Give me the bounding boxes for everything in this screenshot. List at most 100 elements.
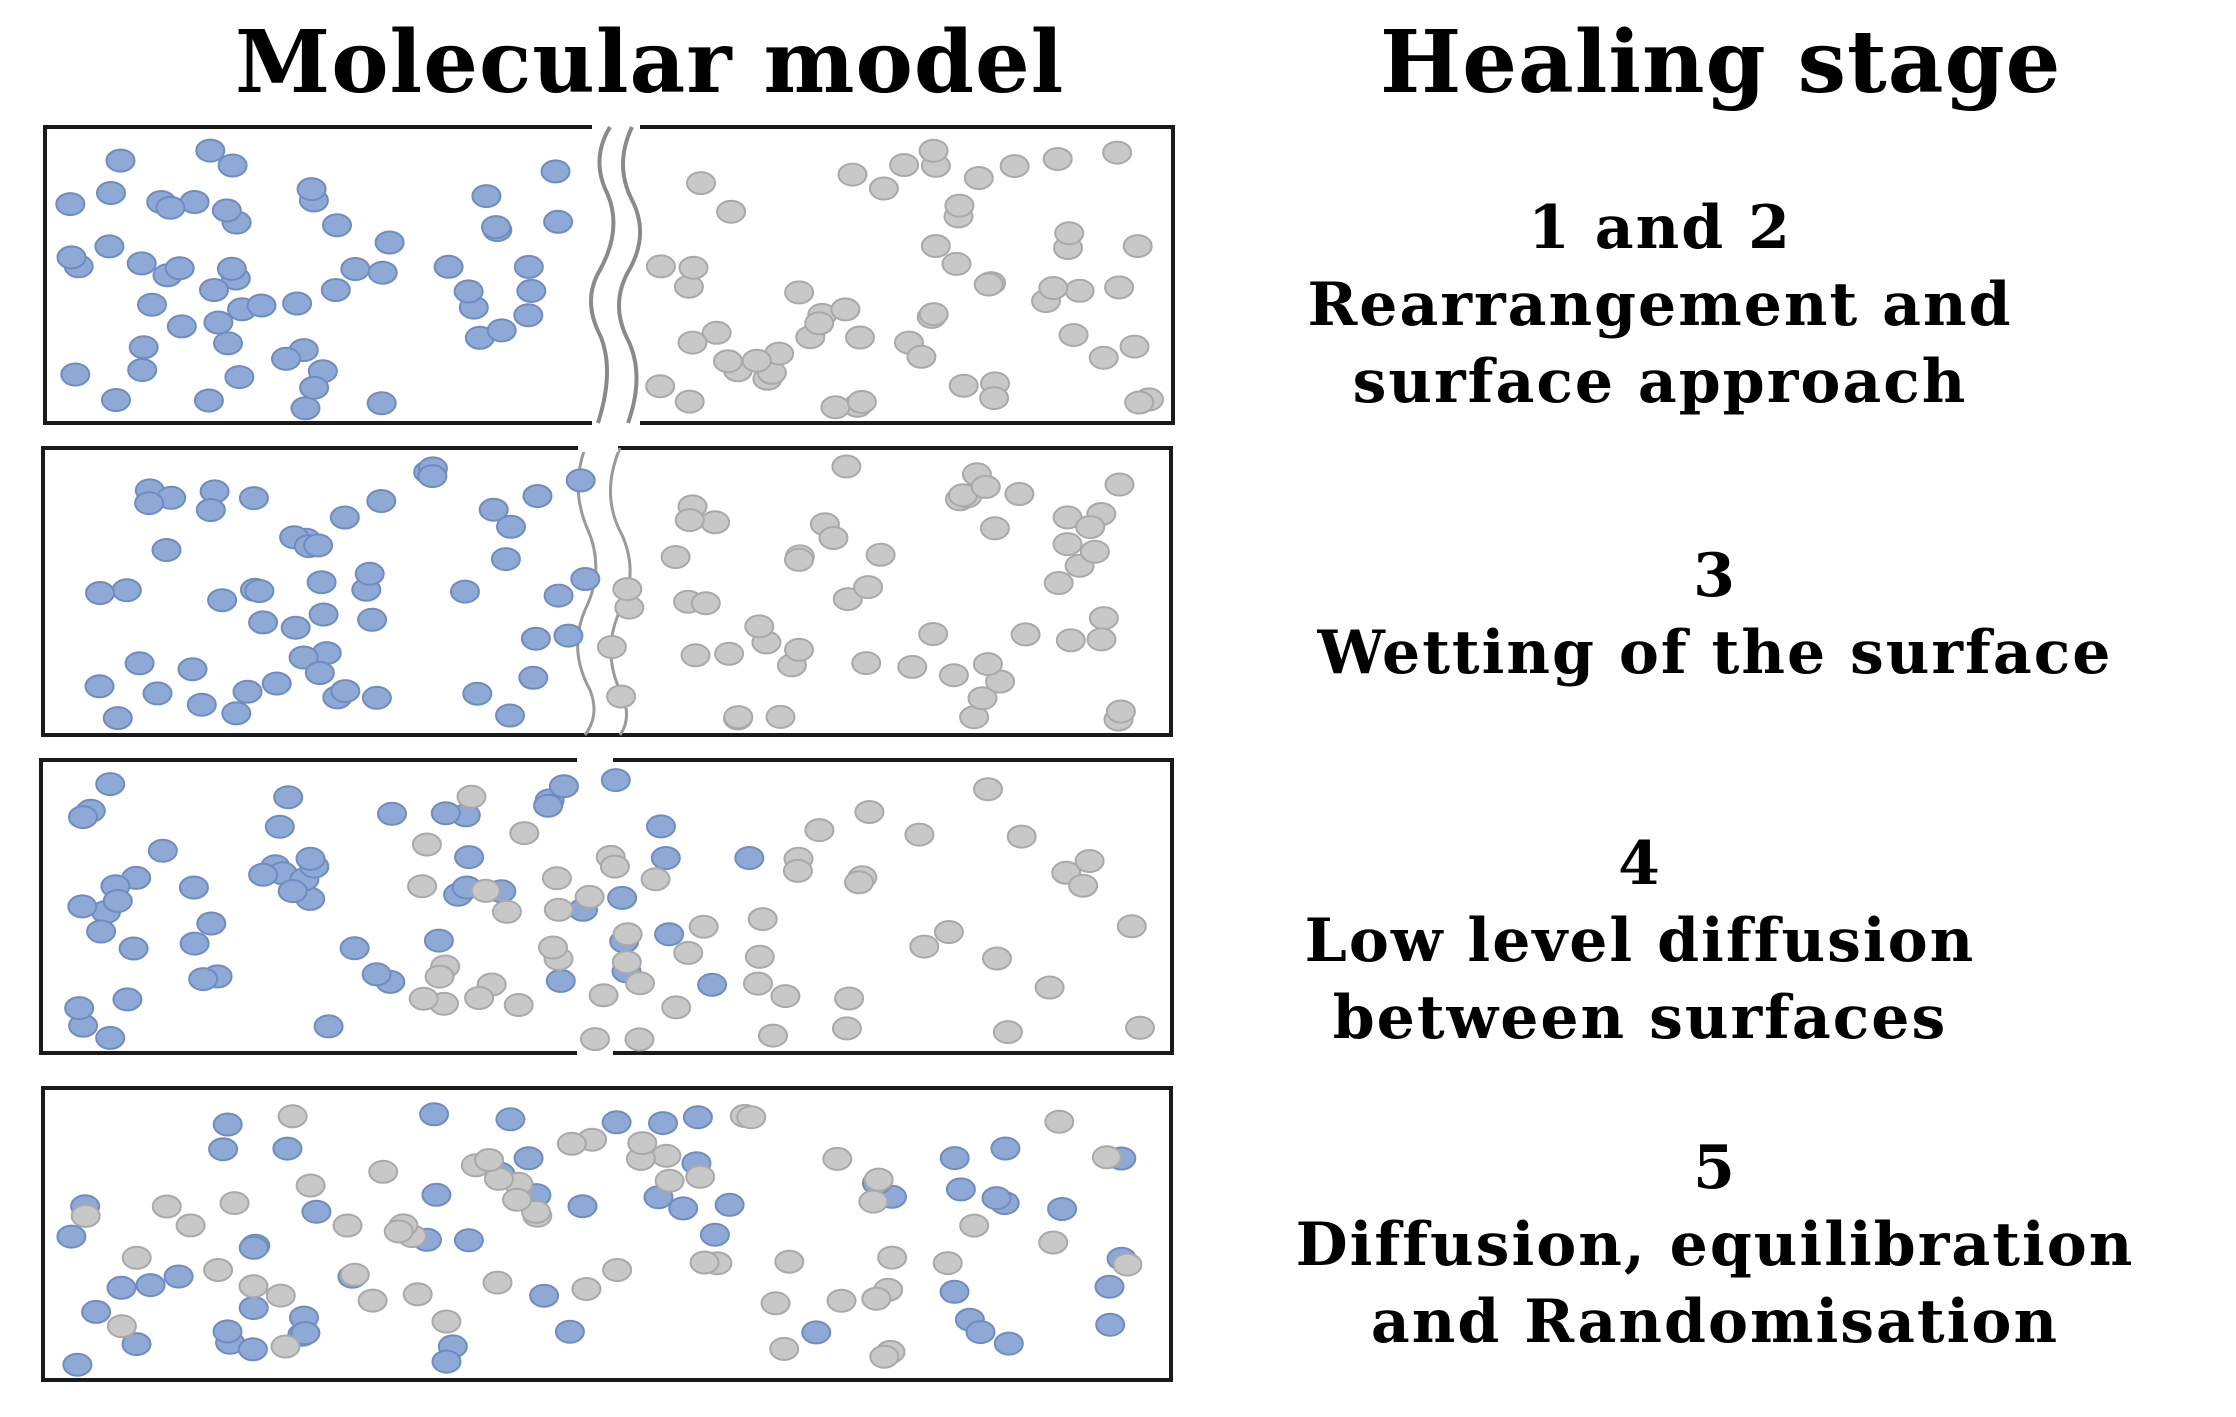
grey-molecule [661,995,692,1020]
left-molecules [55,138,574,421]
grey-molecule [877,1245,908,1270]
blue-molecule [361,962,392,987]
grey-molecule [782,858,813,883]
blue-molecule [64,996,95,1021]
panel-stage-1-2 [43,125,1175,425]
blue-molecule [295,846,326,871]
grey-molecule [1122,234,1153,259]
blue-molecule [203,310,234,335]
blue-molecule [188,967,219,992]
stage-number: 1 and 2 [1528,193,1792,263]
grey-molecule [1104,275,1135,300]
grey-molecule [339,1262,370,1287]
grey-molecule [1088,345,1119,370]
blue-molecule [277,879,308,904]
blue-molecule [453,1228,484,1253]
grey-molecule [151,1194,182,1219]
grey-molecule [713,349,743,374]
grey-molecule [574,884,605,909]
blue-molecule [68,805,98,830]
grey-molecule [1075,515,1106,539]
grey-molecule [1038,276,1069,300]
grey-molecule [904,822,935,847]
blue-molecule [540,159,571,184]
blue-molecule [221,701,252,726]
blue-molecule [186,692,217,717]
grey-molecule [834,986,865,1011]
blue-molecule [1094,1274,1125,1299]
blue-molecule [85,581,115,605]
grey-molecule [784,547,814,572]
blue-molecule [193,388,224,413]
grey-molecule [758,1023,788,1048]
grey-molecule [1038,1230,1069,1255]
grey-molecule [602,1258,633,1282]
blue-molecule [453,279,484,304]
grey-molecule [685,1164,716,1189]
grey-molecule [982,946,1012,971]
blue-molecule [81,1299,112,1324]
grey-molecule [918,302,949,327]
blue-molecule [513,303,544,328]
blue-molecule [648,1111,678,1136]
blue-molecule [981,1186,1012,1211]
grey-molecule [1086,627,1117,652]
blue-molecule [374,230,405,255]
blue-molecule [272,1136,303,1161]
blue-molecule [105,148,136,173]
blue-molecule [462,681,493,706]
stage-label-1-2: 1 and 2 Rearrangement and surface approa… [1160,190,2160,420]
grey-molecule [830,297,861,322]
blue-molecule [163,1264,194,1289]
grey-molecule [863,1167,894,1192]
blue-molecule [486,318,517,343]
blue-molecule [1095,1312,1126,1337]
blue-molecule [60,362,91,387]
panel-frame [39,758,1174,1055]
blue-molecule [518,665,549,690]
blue-molecule [699,1222,730,1247]
blue-molecule [366,489,397,513]
grey-molecule [1055,628,1086,653]
blue-molecule [361,685,392,710]
grey-molecule [897,654,928,679]
grey-molecule [408,986,439,1011]
grey-molecule [673,940,704,965]
grey-molecule [920,234,951,258]
grey-molecule [678,255,709,280]
grey-molecule [1091,1145,1122,1170]
blue-molecule [94,234,125,259]
blue-molecule [354,561,385,586]
grey-molecule [851,651,882,676]
blue-molecule [471,184,502,209]
grey-molecule [906,344,937,369]
grey-molecule [640,867,671,892]
grey-molecule [674,389,705,414]
grey-molecule [868,176,899,201]
grey-molecule [357,1288,388,1313]
blue-molecule [520,626,551,651]
grey-molecule [596,635,627,659]
grey-molecule [889,153,920,177]
grey-molecule [970,474,1001,499]
grey-molecule [909,934,940,959]
blue-molecule [179,931,210,956]
blue-molecule [965,1320,996,1345]
blue-molecule [102,888,133,913]
grey-molecule [368,1159,399,1184]
blue-molecule [273,785,304,810]
blue-molecule [303,533,334,558]
blue-molecule [322,213,352,238]
grey-molecule [1044,1109,1075,1134]
blue-molecule [288,645,319,670]
blue-molecule [147,838,178,863]
grey-molecule [599,854,630,879]
grey-molecule [383,1219,414,1244]
stage-description-line: Low level diffusion [1304,905,1976,976]
grey-molecule [784,280,815,305]
grey-molecule [979,516,1010,541]
blue-molecule [126,251,157,276]
blue-molecule [195,138,226,163]
grey-molecule [1105,699,1136,724]
grey-molecule [743,971,773,996]
